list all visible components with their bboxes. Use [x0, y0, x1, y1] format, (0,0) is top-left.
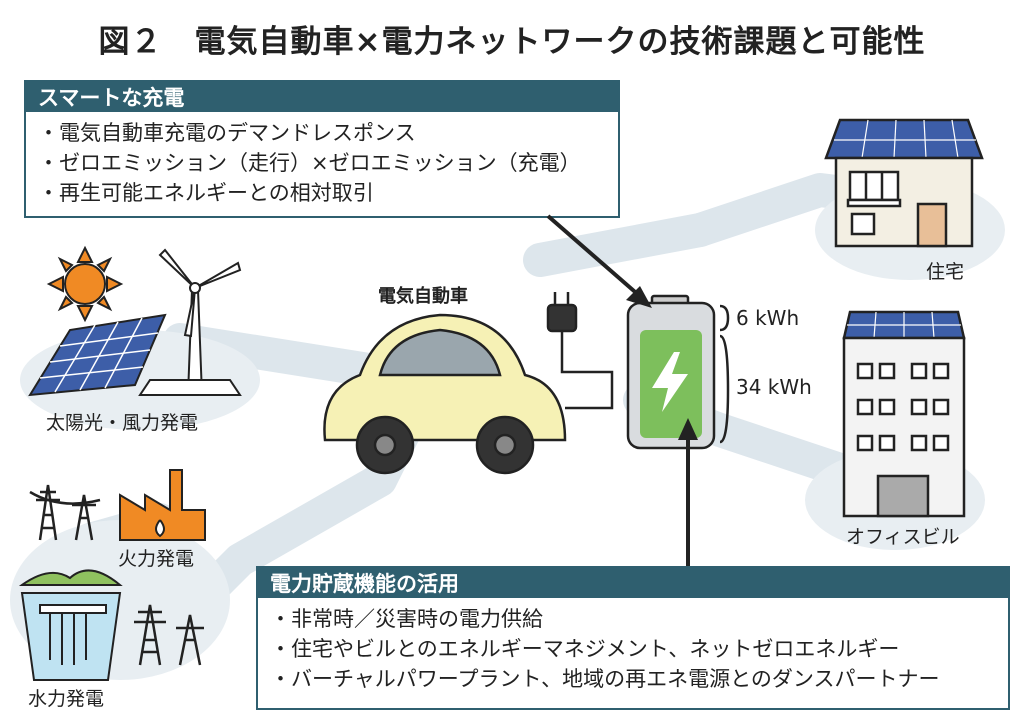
list-item: 非常時／災害時の電力供給 — [270, 604, 996, 634]
battery-top-capacity: 6 kWh — [736, 306, 799, 330]
battery-main-capacity: 34 kWh — [736, 375, 812, 399]
solar-wind-label: 太陽光・風力発電 — [46, 408, 198, 435]
house-label: 住宅 — [926, 257, 964, 284]
storage-list: 非常時／災害時の電力供給 住宅やビルとのエネルギーマネジメント、ネットゼロエネル… — [258, 598, 1008, 700]
smart-charging-box: スマートな充電 電気自動車充電のデマンドレスポンス ゼロエミッション（走行）×ゼ… — [24, 80, 620, 218]
office-label: オフィスビル — [846, 522, 960, 549]
list-item: 電気自動車充電のデマンドレスポンス — [38, 118, 606, 148]
list-item: 住宅やビルとのエネルギーマネジメント、ネットゼロエネルギー — [270, 634, 996, 664]
smart-charging-list: 電気自動車充電のデマンドレスポンス ゼロエミッション（走行）×ゼロエミッション（… — [26, 112, 618, 214]
storage-heading: 電力貯蔵機能の活用 — [258, 568, 1008, 598]
hydro-label: 水力発電 — [28, 684, 104, 711]
list-item: 再生可能エネルギーとの相対取引 — [38, 178, 606, 208]
thermal-label: 火力発電 — [118, 544, 194, 571]
smart-charging-heading: スマートな充電 — [26, 82, 618, 112]
list-item: ゼロエミッション（走行）×ゼロエミッション（充電） — [38, 148, 606, 178]
figure-title: 図２ 電気自動車×電力ネットワークの技術課題と可能性 — [0, 16, 1024, 61]
storage-box: 電力貯蔵機能の活用 非常時／災害時の電力供給 住宅やビルとのエネルギーマネジメン… — [256, 566, 1010, 710]
ev-label: 電気自動車 — [378, 282, 468, 308]
list-item: バーチャルパワープラント、地域の再エネ電源とのダンスパートナー — [270, 664, 996, 694]
